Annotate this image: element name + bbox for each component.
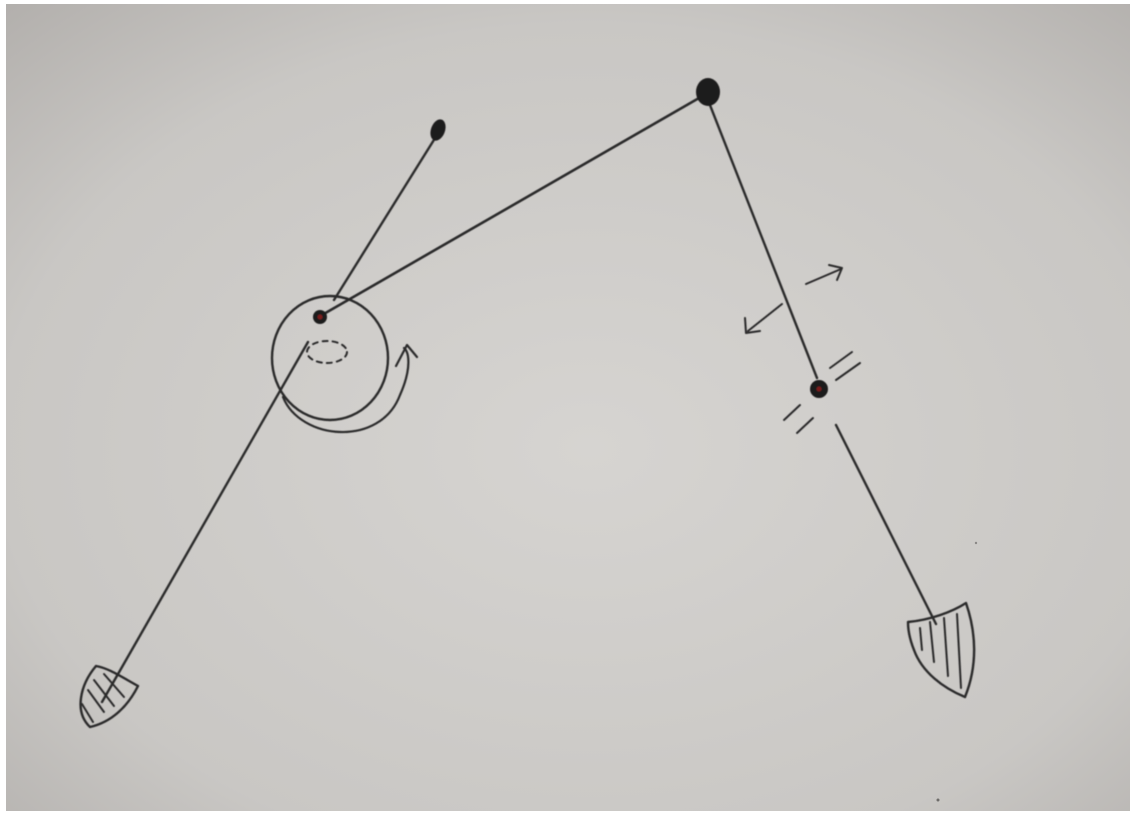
top-apex-node [696, 78, 720, 106]
slider-node-center [817, 387, 822, 392]
paper-background [4, 4, 1130, 811]
hub-pivot-center [318, 315, 323, 320]
paper-speck [937, 799, 940, 802]
paper-speck [975, 542, 977, 544]
left-margin-strip [0, 0, 6, 813]
